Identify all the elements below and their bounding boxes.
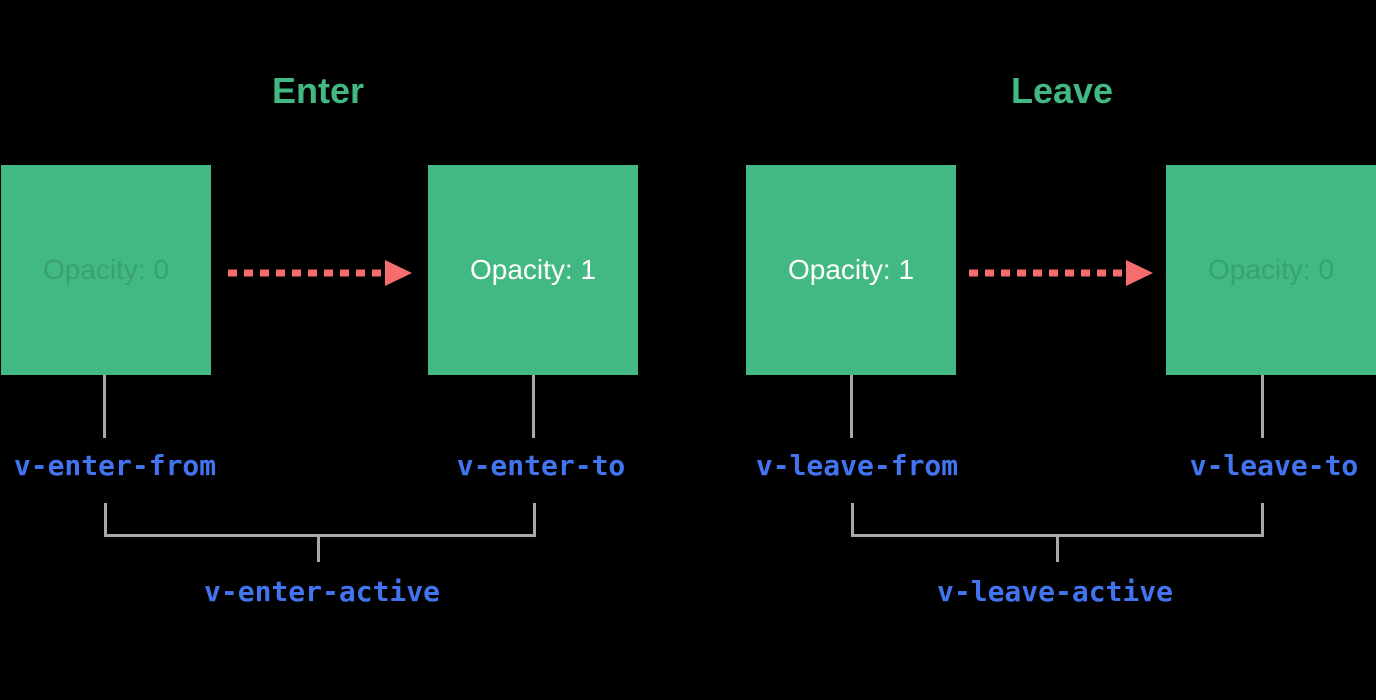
enter-from-box: Opacity: 0 (1, 165, 211, 375)
leave-active-bracket-stem (1056, 537, 1059, 562)
enter-to-connector-line (532, 375, 535, 438)
enter-active-bracket-stem (317, 537, 320, 562)
enter-from-class-label: v-enter-from (13, 449, 217, 482)
leave-to-connector-line (1261, 375, 1264, 438)
enter-to-box-label: Opacity: 1 (469, 254, 597, 285)
enter-to-box: Opacity: 1 (428, 165, 638, 375)
leave-from-box: Opacity: 1 (746, 165, 956, 375)
leave-to-class-label: v-leave-to (1189, 449, 1359, 482)
leave-from-connector-line (850, 375, 853, 438)
enter-from-connector-line (103, 375, 106, 438)
enter-from-box-label: Opacity: 0 (42, 254, 170, 285)
leave-phase-title: Leave (1010, 70, 1114, 111)
enter-dashed-arrow-icon (228, 260, 412, 286)
enter-active-bracket (104, 503, 536, 537)
leave-dashed-arrow-icon (969, 260, 1153, 286)
enter-phase-title: Enter (271, 70, 365, 111)
leave-to-box-label: Opacity: 0 (1207, 254, 1335, 285)
leave-from-box-label: Opacity: 1 (787, 254, 915, 285)
leave-to-box: Opacity: 0 (1166, 165, 1376, 375)
leave-active-bracket (851, 503, 1264, 537)
leave-from-class-label: v-leave-from (755, 449, 959, 482)
enter-active-class-label: v-enter-active (203, 575, 441, 608)
enter-to-class-label: v-enter-to (456, 449, 626, 482)
leave-active-class-label: v-leave-active (936, 575, 1174, 608)
